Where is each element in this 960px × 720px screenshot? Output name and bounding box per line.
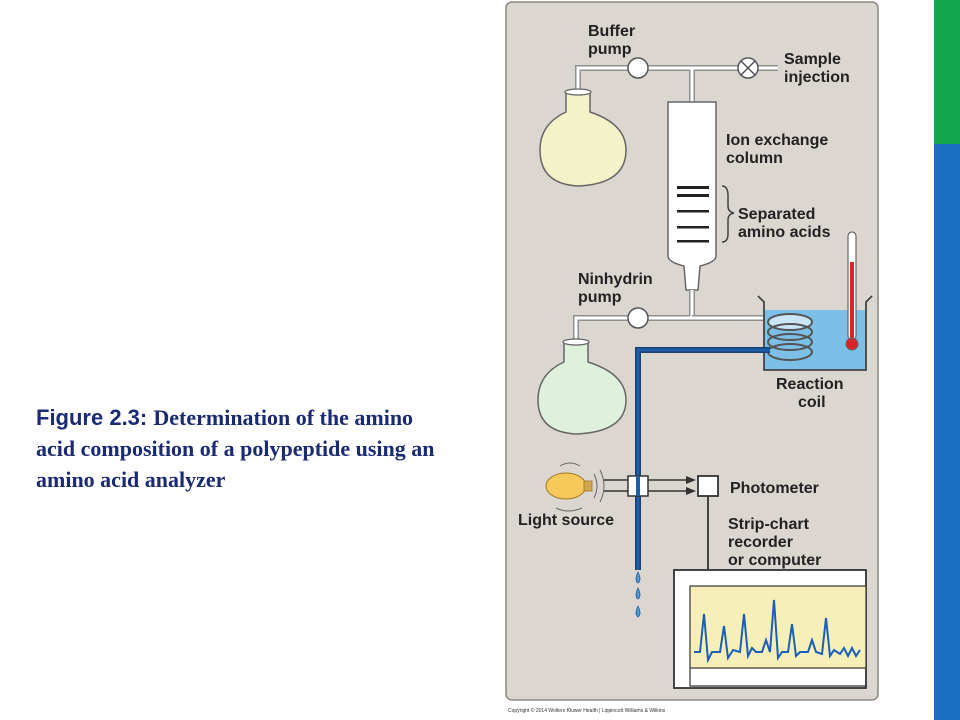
- strip-chart-recorder: [673, 569, 867, 689]
- droplets-icon: [635, 571, 641, 618]
- ninhydrin-flask: [537, 338, 627, 435]
- label-buffer-pump-2: pump: [588, 41, 632, 58]
- photometer-icon: [697, 475, 719, 497]
- accent-bar-blue: [934, 144, 960, 720]
- label-reaction-coil-2: coil: [798, 394, 826, 411]
- buffer-pump-icon: [627, 57, 649, 79]
- light-bulb-icon: [545, 462, 605, 512]
- label-photometer: Photometer: [730, 480, 819, 497]
- label-ninhydrin-2: pump: [578, 289, 622, 306]
- label-recorder-1: Strip-chart: [728, 516, 810, 533]
- label-reaction-coil-1: Reaction: [776, 376, 844, 393]
- label-ninhydrin-1: Ninhydrin: [578, 271, 653, 288]
- label-sample-injection-1: Sample: [784, 51, 841, 68]
- figure-label: Figure 2.3:: [36, 405, 148, 430]
- label-recorder-3: or computer: [728, 552, 821, 569]
- accent-bar-green: [934, 0, 960, 144]
- buffer-flask: [539, 88, 627, 187]
- label-separated-2: amino acids: [738, 224, 831, 241]
- label-light-source: Light source: [518, 512, 614, 529]
- ion-exchange-column: [667, 101, 717, 291]
- figure-caption: Figure 2.3: Determination of the amino a…: [36, 402, 456, 495]
- label-ion-exchange-1: Ion exchange: [726, 132, 828, 149]
- label-ion-exchange-2: column: [726, 150, 783, 167]
- separated-bracket: [721, 185, 735, 243]
- copyright-text: Copyright © 2014 Wolters Kluwer Health |…: [508, 707, 666, 714]
- label-separated-1: Separated: [738, 206, 815, 223]
- label-sample-injection-2: injection: [784, 69, 850, 86]
- sample-injection-valve-icon: [737, 57, 759, 79]
- label-buffer-pump-1: Buffer: [588, 23, 635, 40]
- label-recorder-2: recorder: [728, 534, 793, 551]
- chromatogram-trace: [694, 599, 861, 664]
- ninhydrin-pump-icon: [627, 307, 649, 329]
- thermometer-icon: [845, 231, 859, 351]
- reaction-coil: [767, 313, 813, 361]
- figure-description: Determination of the amino acid composit…: [36, 405, 435, 492]
